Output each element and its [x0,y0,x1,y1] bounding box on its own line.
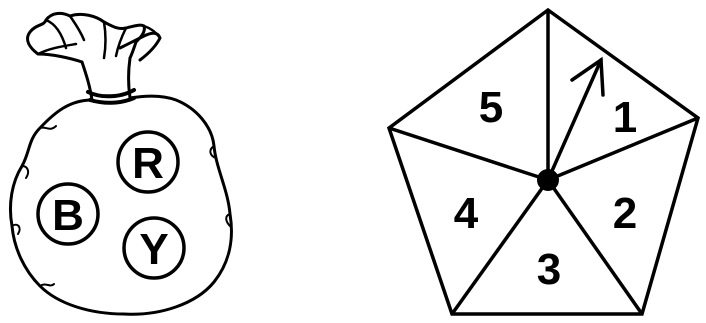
sector-label-4: 4 [454,189,479,238]
marble-yellow: Y [124,218,184,278]
spoke-left [389,128,548,180]
sector-label-2: 2 [613,189,637,238]
marble-label-b: B [52,191,84,240]
marble-label-y: Y [139,225,168,274]
sector-label-1: 1 [613,93,637,142]
marbles: B R Y [38,132,184,278]
sector-label-3: 3 [537,245,561,294]
marble-label-r: R [132,139,164,188]
bag-tie [88,90,134,103]
bag-flap [120,33,160,60]
sector-label-5: 5 [479,83,503,132]
marble-blue: B [38,184,98,244]
spinner-center-pivot [537,169,559,191]
marble-red: R [118,132,178,192]
